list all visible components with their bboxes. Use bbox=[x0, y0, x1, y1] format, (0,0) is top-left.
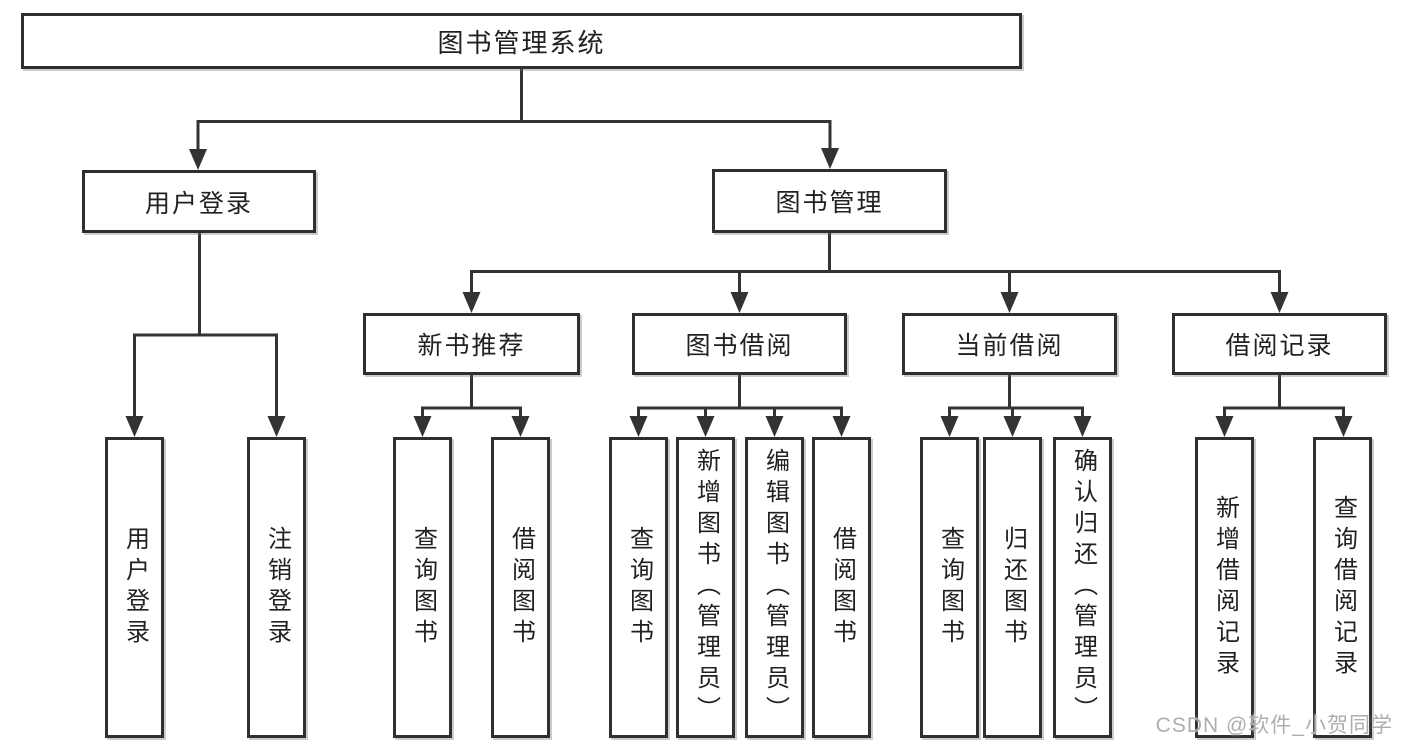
arrowhead bbox=[940, 416, 1092, 437]
leaf-edit-book-admin-label: 编辑图书（管理员） bbox=[761, 448, 789, 727]
connectors-book bbox=[462, 233, 1289, 313]
leaf-query-books-recommend: 查询图书 bbox=[393, 437, 452, 738]
leaf-add-book-admin-label: 新增图书（管理员） bbox=[692, 448, 720, 727]
leaf-borrow-books-recommend: 借阅图书 bbox=[491, 437, 550, 738]
node-borrow-records: 借阅记录 bbox=[1172, 313, 1387, 375]
leaf-logout-label: 注销登录 bbox=[263, 525, 291, 650]
connectors-records bbox=[1215, 374, 1353, 437]
leaf-query-borrow-record: 查询借阅记录 bbox=[1313, 437, 1372, 738]
node-current-borrow: 当前借阅 bbox=[902, 313, 1117, 375]
node-book-management: 图书管理 bbox=[712, 169, 947, 233]
leaf-query-books-current: 查询图书 bbox=[920, 437, 979, 738]
connectors-root bbox=[189, 68, 839, 170]
leaf-query-books-current-label: 查询图书 bbox=[936, 525, 964, 650]
leaf-logout: 注销登录 bbox=[247, 437, 306, 738]
branch-line bbox=[470, 233, 1281, 294]
leaf-query-books-recommend-label: 查询图书 bbox=[409, 525, 437, 650]
branch-line bbox=[133, 231, 278, 419]
arrowhead bbox=[189, 148, 839, 170]
leaf-add-book-admin: 新增图书（管理员） bbox=[676, 437, 735, 738]
leaf-add-borrow-record-label: 新增借阅记录 bbox=[1211, 494, 1239, 681]
node-root: 图书管理系统 bbox=[21, 13, 1022, 69]
branch-line bbox=[1223, 374, 1345, 419]
connectors-recommend bbox=[413, 374, 530, 437]
arrowhead bbox=[1215, 416, 1353, 437]
node-user-login: 用户登录 bbox=[82, 170, 316, 233]
branch-line bbox=[196, 68, 832, 153]
arrowhead bbox=[462, 292, 1289, 313]
leaf-borrow-books-recommend-label: 借阅图书 bbox=[507, 525, 535, 650]
leaf-edit-book-admin: 编辑图书（管理员） bbox=[745, 437, 804, 738]
arrowhead bbox=[629, 416, 851, 437]
leaf-borrow-books: 借阅图书 bbox=[812, 437, 871, 738]
node-root-label: 图书管理系统 bbox=[437, 27, 606, 58]
leaf-return-book: 归还图书 bbox=[983, 437, 1042, 738]
connectors-current bbox=[940, 374, 1092, 437]
connectors-borrow bbox=[629, 374, 851, 437]
leaf-user-login-label: 用户登录 bbox=[121, 525, 149, 650]
node-new-book-recommend-label: 新书推荐 bbox=[417, 332, 526, 360]
node-book-borrow-label: 图书借阅 bbox=[685, 332, 794, 360]
leaf-query-books-borrow: 查询图书 bbox=[609, 437, 668, 738]
branch-line bbox=[637, 374, 843, 419]
arrowhead bbox=[413, 416, 530, 437]
leaf-confirm-return-admin: 确认归还（管理员） bbox=[1053, 437, 1112, 738]
node-current-borrow-label: 当前借阅 bbox=[955, 332, 1064, 360]
leaf-borrow-books-label: 借阅图书 bbox=[828, 525, 856, 650]
leaf-query-borrow-record-label: 查询借阅记录 bbox=[1329, 494, 1357, 681]
leaf-confirm-return-admin-label: 确认归还（管理员） bbox=[1069, 448, 1097, 727]
leaf-user-login: 用户登录 bbox=[105, 437, 164, 738]
leaf-return-book-label: 归还图书 bbox=[999, 525, 1027, 650]
node-user-login-label: 用户登录 bbox=[144, 189, 253, 218]
node-book-borrow: 图书借阅 bbox=[632, 313, 847, 375]
connectors-user bbox=[125, 231, 286, 437]
node-book-management-label: 图书管理 bbox=[775, 189, 884, 217]
csdn-watermark: CSDN @软件_小贺同学 bbox=[1155, 714, 1393, 737]
branch-line bbox=[421, 374, 522, 419]
node-borrow-records-label: 借阅记录 bbox=[1225, 332, 1334, 360]
node-new-book-recommend: 新书推荐 bbox=[363, 313, 580, 375]
leaf-query-books-borrow-label: 查询图书 bbox=[625, 525, 653, 650]
branch-line bbox=[948, 374, 1084, 419]
arrowhead bbox=[125, 416, 286, 437]
leaf-add-borrow-record: 新增借阅记录 bbox=[1195, 437, 1254, 738]
